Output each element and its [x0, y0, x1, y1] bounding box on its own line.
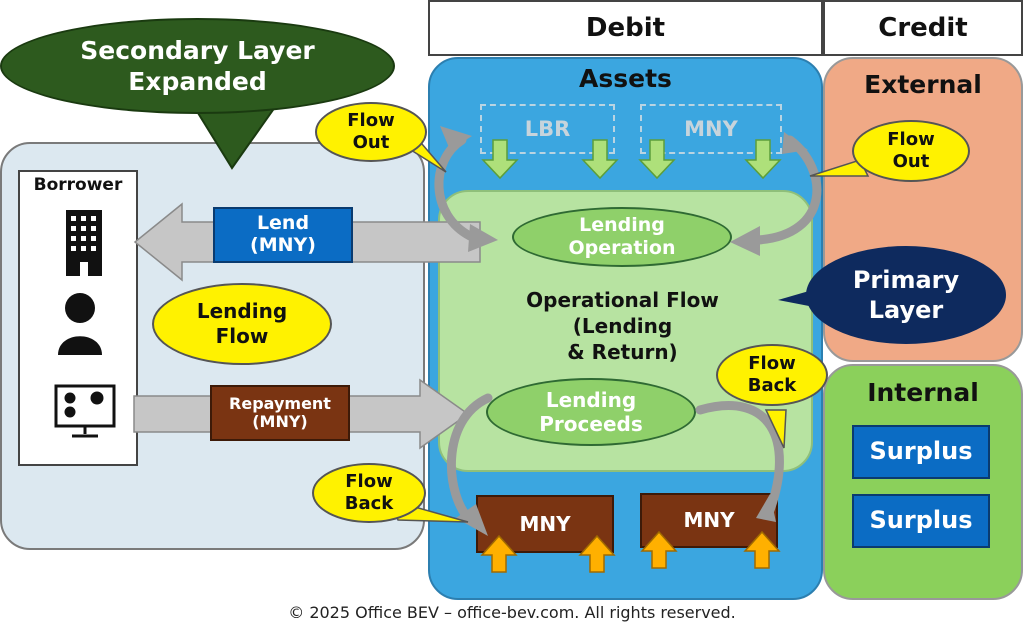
credit-header: Credit: [823, 0, 1023, 56]
surplus-box-2: Surplus: [852, 494, 990, 548]
repayment-label-box: Repayment (MNY): [210, 385, 350, 441]
lending-proceeds-ellipse: Lending Proceeds: [486, 378, 696, 446]
lending-operation-ellipse: Lending Operation: [512, 207, 732, 267]
lending-flow-callout: Lending Flow: [152, 283, 332, 365]
lend-label-box: Lend (MNY): [213, 207, 353, 263]
borrower-title: Borrower: [33, 175, 123, 195]
external-title: External: [864, 70, 982, 99]
mny-dashed-box: MNY: [640, 104, 782, 154]
person-icon: [58, 293, 102, 355]
flow-out-left-callout: Flow Out: [315, 102, 427, 162]
curved-arrow-heads: [440, 126, 808, 536]
lbr-box: LBR: [480, 104, 615, 154]
curved-flow-arrows: [434, 135, 822, 525]
operational-flow-label: Operational Flow (Lending & Return): [526, 288, 719, 364]
internal-panel: [823, 364, 1023, 600]
assets-title: Assets: [579, 64, 672, 93]
orange-up-arrows: [480, 530, 781, 573]
debit-header: Debit: [428, 0, 823, 56]
green-down-arrows: [481, 139, 782, 180]
primary-layer-callout: Primary Layer: [806, 246, 1006, 344]
online-meeting-icon: [54, 384, 116, 438]
internal-title: Internal: [867, 378, 979, 407]
flow-back-left-callout: Flow Back: [312, 463, 426, 523]
surplus-box-1: Surplus: [852, 425, 990, 479]
flow-out-right-callout: Flow Out: [852, 120, 970, 182]
building-icon: [66, 210, 102, 276]
copyright-footer: © 2025 Office BEV – office-bev.com. All …: [288, 603, 736, 622]
secondary-layer-callout: Secondary Layer Expanded: [0, 18, 395, 114]
flow-back-right-callout: Flow Back: [716, 344, 828, 406]
flowback-right-tail: [764, 409, 787, 449]
